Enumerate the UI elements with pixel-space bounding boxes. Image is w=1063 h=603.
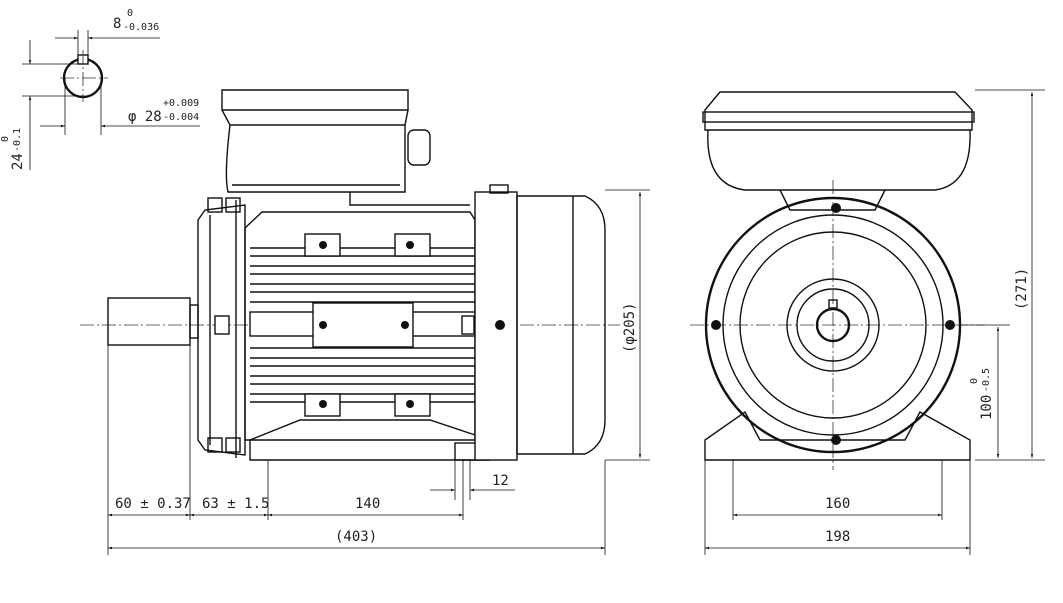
shaft-height-upper: 0 <box>969 378 980 384</box>
shaft-dia-lower: -0.004 <box>163 112 199 123</box>
shaft-length-label: 60 ± 0.37 <box>115 496 191 512</box>
overall-width-label: 198 <box>825 529 850 545</box>
cooling-fins <box>250 247 475 403</box>
shoulder-to-foot-label: 63 ± 1.5 <box>202 496 269 512</box>
shaft-section: 8 0 -0.036 φ 28 +0.009 -0.004 24 0 -0.1 <box>0 8 200 170</box>
shaft-height-label: 100 <box>979 395 995 420</box>
flange-dia-label: (φ205) <box>622 302 638 353</box>
front-view: (271) 100 0 -0.5 160 198 <box>690 89 1045 555</box>
overall-length-label: (403) <box>335 529 377 545</box>
key-height-label: 24 <box>10 153 26 170</box>
shaft-height-lower: -0.5 <box>981 368 992 392</box>
foot-hole-label: 12 <box>492 473 509 489</box>
key-height-lower: -0.1 <box>12 128 23 152</box>
shaft-dia-label: φ 28 <box>128 109 162 125</box>
key-width-label: 8 <box>113 16 121 32</box>
foot-hole-spacing-label: 160 <box>825 496 850 512</box>
key-width-lower: -0.036 <box>123 22 159 33</box>
overall-height-label: (271) <box>1014 268 1030 310</box>
shaft-dia-upper: +0.009 <box>163 98 199 109</box>
side-view: (φ205) 60 ± 0.37 63 ± 1.5 140 12 (403) <box>80 89 650 555</box>
key-height-upper: 0 <box>0 136 11 142</box>
key-width-upper: 0 <box>127 8 133 19</box>
foot-spacing-label: 140 <box>355 496 380 512</box>
